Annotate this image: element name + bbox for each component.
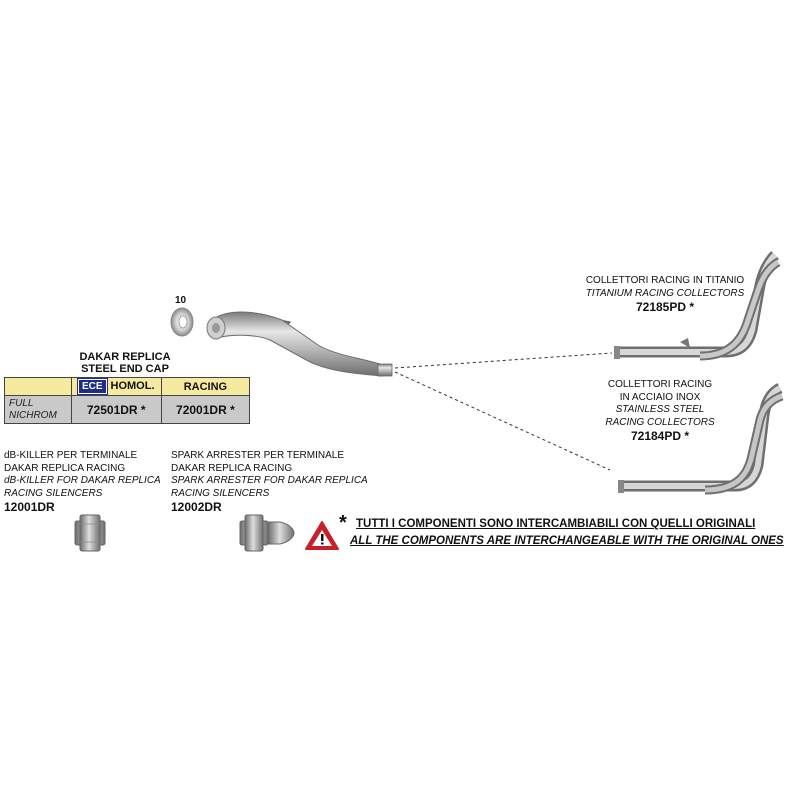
spark-arrester-label: SPARK ARRESTER PER TERMINALE DAKAR REPLI… [171,450,371,514]
db-killer-part-number: 12001DR [4,500,55,514]
material-cell: FULL NICHROM [4,395,72,424]
material-line1: FULL [9,397,34,409]
table-row: FULL NICHROM 72501DR * 72001DR * [4,395,251,424]
stainless-label-line3: STAINLESS STEEL [615,404,705,415]
table-title-line2: STEEL END CAP [81,363,169,375]
ece-badge: ECE [76,378,108,395]
stainless-collectors-label: COLLETTORI RACING IN ACCIAIO INOX STAINL… [590,379,730,443]
table-title: DAKAR REPLICA STEEL END CAP [70,351,180,375]
db-killer-line1: dB-KILLER PER TERMINALE [4,450,138,461]
racing-code: 72001DR * [160,395,251,424]
db-killer-icon [74,514,106,552]
spark-arrester-line4: RACING SILENCERS [171,487,270,499]
warning-triangle-icon [305,521,339,550]
table-title-line1: DAKAR REPLICA [79,351,171,363]
notice-english: ALL THE COMPONENTS ARE INTERCHANGEABLE W… [350,535,784,547]
titanium-label-line1: COLLETTORI RACING IN TITANIO [585,275,745,286]
stainless-collector-icon [618,383,784,495]
silencer-icon [206,311,393,377]
washer-callout-number: 10 [175,295,187,306]
titanium-label-line2: TITANIUM RACING COLLECTORS [585,287,745,299]
spark-arrester-line3: SPARK ARRESTER FOR DAKAR REPLICA [171,475,368,486]
notice-italian: TUTTI I COMPONENTI SONO INTERCAMBIABILI … [356,518,756,530]
db-killer-line3: dB-KILLER FOR DAKAR REPLICA [4,475,161,486]
titanium-collectors-label: COLLETTORI RACING IN TITANIO TITANIUM RA… [570,275,760,314]
table-header-blank [4,377,72,396]
spark-arrester-part-number: 12002DR [171,500,222,514]
spark-arrester-line1: SPARK ARRESTER PER TERMINALE [171,450,345,461]
titanium-part-number: 72185PD * [635,300,695,314]
titanium-collector-icon [614,251,781,361]
stainless-label-line4: RACING COLLECTORS [605,416,715,428]
spark-arrester-line2: DAKAR REPLICA RACING [171,462,293,474]
db-killer-line4: RACING SILENCERS [4,487,103,499]
notice-asterisk: * [339,512,347,534]
spark-arrester-icon [239,514,295,552]
db-killer-label: dB-KILLER PER TERMINALE DAKAR REPLICA RA… [4,450,169,514]
db-killer-line2: DAKAR REPLICA RACING [4,462,126,474]
homol-label: HOMOL. [110,380,155,392]
washer-icon [170,307,194,337]
stainless-label-line2: IN ACCIAIO INOX [619,391,701,403]
table-header-racing: RACING [160,377,251,396]
homol-code: 72501DR * [70,395,162,424]
material-line2: NICHROM [9,409,57,421]
stainless-part-number: 72184PD * [630,429,690,443]
stainless-label-line1: COLLETTORI RACING [607,379,713,390]
